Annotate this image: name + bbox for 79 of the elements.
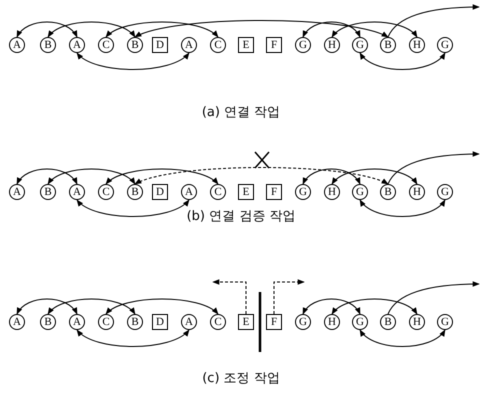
circle-node: A <box>181 37 197 53</box>
arrow <box>388 281 480 314</box>
circle-node: C <box>98 37 114 53</box>
caption: (c) 조정 작업 <box>202 370 280 387</box>
circle-node: A <box>69 314 85 330</box>
square-node: E <box>238 314 254 330</box>
arrow <box>105 22 219 38</box>
circle-node: G <box>295 184 311 200</box>
circle-node: H <box>409 37 425 53</box>
square-node: D <box>152 184 168 200</box>
circle-node: B <box>40 37 56 53</box>
square-node: E <box>238 184 254 200</box>
square-node: F <box>266 314 282 330</box>
circle-node: H <box>324 314 340 330</box>
circle-node: B <box>380 184 396 200</box>
square-node: F <box>266 37 282 53</box>
circle-node: A <box>181 314 197 330</box>
square-node: E <box>238 37 254 53</box>
arrow <box>332 168 418 185</box>
arrow <box>76 330 190 347</box>
circle-node: C <box>210 37 226 53</box>
circle-node: G <box>295 314 311 330</box>
circle-node: A <box>9 184 25 200</box>
circle-node: B <box>127 37 143 53</box>
arrow <box>48 298 136 315</box>
circle-node: G <box>295 37 311 53</box>
arrow <box>105 298 219 314</box>
circle-node: G <box>352 37 368 53</box>
arrow <box>388 4 480 38</box>
circle-node: G <box>352 314 368 330</box>
caption: (b) 연결 검증 작업 <box>186 208 296 225</box>
circle-node: C <box>210 314 226 330</box>
circle-node: H <box>324 184 340 200</box>
arrow <box>302 22 360 38</box>
circle-node: A <box>9 314 25 330</box>
circle-node: A <box>181 184 197 200</box>
arrow <box>302 298 360 315</box>
arrow <box>105 168 219 184</box>
arrow <box>360 329 446 347</box>
square-node: D <box>152 314 168 330</box>
arrow <box>16 22 78 38</box>
circle-node: G <box>352 184 368 200</box>
arrow <box>76 200 190 217</box>
caption: (a) 연결 작업 <box>202 104 280 121</box>
arrow <box>16 298 78 315</box>
circle-node: C <box>210 184 226 200</box>
circle-node: B <box>380 37 396 53</box>
arrow <box>332 22 418 38</box>
arrow <box>48 22 136 38</box>
circle-node: G <box>437 184 453 200</box>
circle-node: H <box>409 314 425 330</box>
arrow <box>360 199 446 217</box>
circle-node: C <box>98 314 114 330</box>
circle-node: B <box>127 314 143 330</box>
arrow <box>302 168 360 185</box>
circle-node: B <box>40 314 56 330</box>
circle-node: A <box>9 37 25 53</box>
arrow <box>360 52 446 70</box>
square-node: F <box>266 184 282 200</box>
arrow <box>212 279 246 314</box>
circle-node: H <box>324 37 340 53</box>
circle-node: A <box>69 37 85 53</box>
arrow <box>76 52 190 70</box>
circle-node: B <box>40 184 56 200</box>
arrow <box>48 168 136 185</box>
circle-node: B <box>380 314 396 330</box>
arrow <box>388 151 480 184</box>
arrow <box>16 168 78 185</box>
circle-node: C <box>98 184 114 200</box>
circle-node: B <box>127 184 143 200</box>
circle-node: G <box>437 314 453 330</box>
arrow <box>332 298 418 315</box>
square-node: D <box>152 37 168 53</box>
circle-node: A <box>69 184 85 200</box>
arrow <box>134 167 389 184</box>
circle-node: H <box>409 184 425 200</box>
arrow <box>274 279 305 314</box>
arrow <box>134 20 389 38</box>
circle-node: G <box>437 37 453 53</box>
